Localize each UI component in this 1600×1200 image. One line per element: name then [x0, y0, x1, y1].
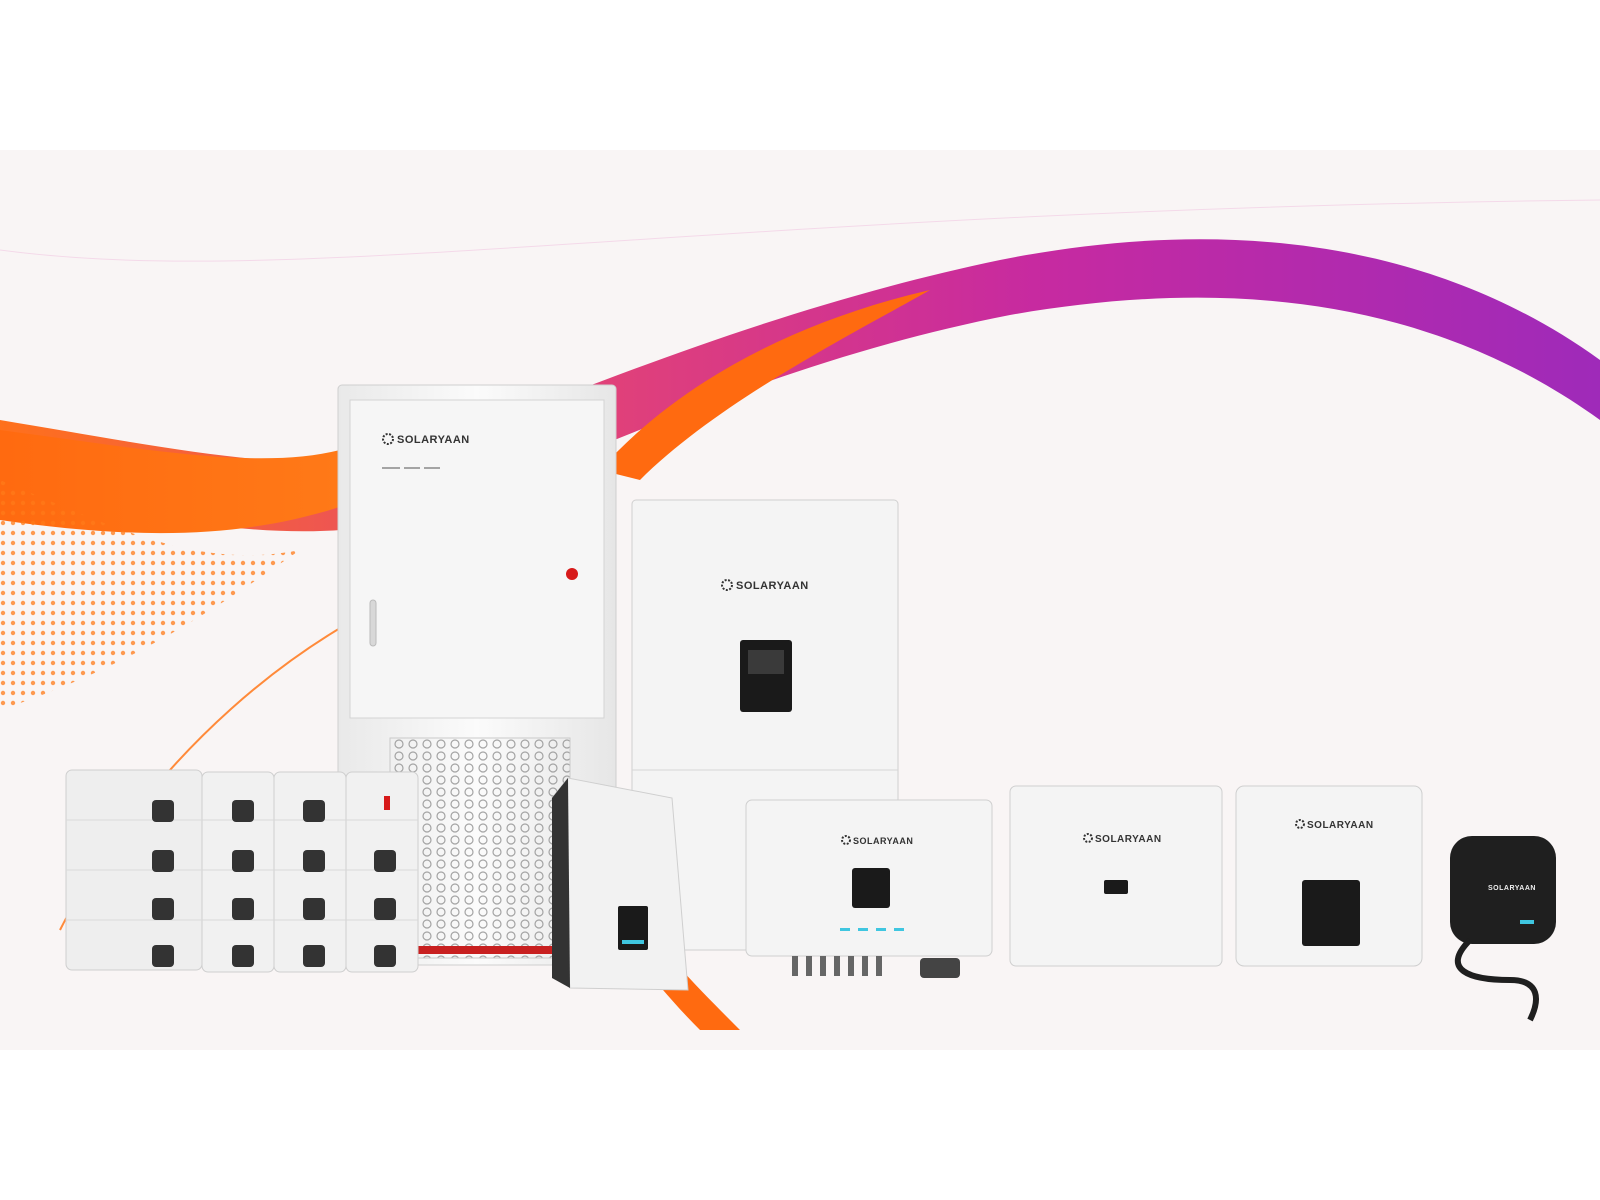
sun-logo-icon: [1083, 833, 1093, 843]
sun-logo-icon: [1295, 819, 1305, 829]
small-inverter: [551, 777, 689, 991]
medium-inverter: SOLARYAAN: [745, 799, 993, 978]
brand-logo-text: SOLARYAAN: [1095, 834, 1162, 845]
brand-logo-text: SOLARYAAN: [1488, 885, 1536, 892]
brand-logo-text: SOLARYAAN: [853, 836, 913, 846]
storage-cabinet: SOLARYAAN: [337, 384, 617, 966]
wide-inverter: SOLARYAAN: [1009, 785, 1223, 967]
battery-modules: [65, 769, 419, 973]
brand-logo-text: SOLARYAAN: [397, 434, 470, 446]
product-lineup-banner: SOLARYAAN SOLARYAAN: [0, 150, 1600, 1050]
sun-logo-icon: [721, 579, 733, 591]
ev-charger-icon: SOLARYAAN: [1450, 836, 1556, 1022]
indicator-light: [566, 568, 578, 580]
compact-inverter: SOLARYAAN: [1235, 785, 1423, 967]
sun-logo-icon: [841, 835, 851, 845]
brand-logo-text: SOLARYAAN: [1307, 820, 1374, 831]
product-lineup-illustration: SOLARYAAN SOLARYAAN: [0, 199, 1600, 1030]
sun-logo-icon: [382, 433, 394, 445]
fan-icon: [152, 800, 396, 967]
brand-logo-text: SOLARYAAN: [736, 580, 809, 592]
